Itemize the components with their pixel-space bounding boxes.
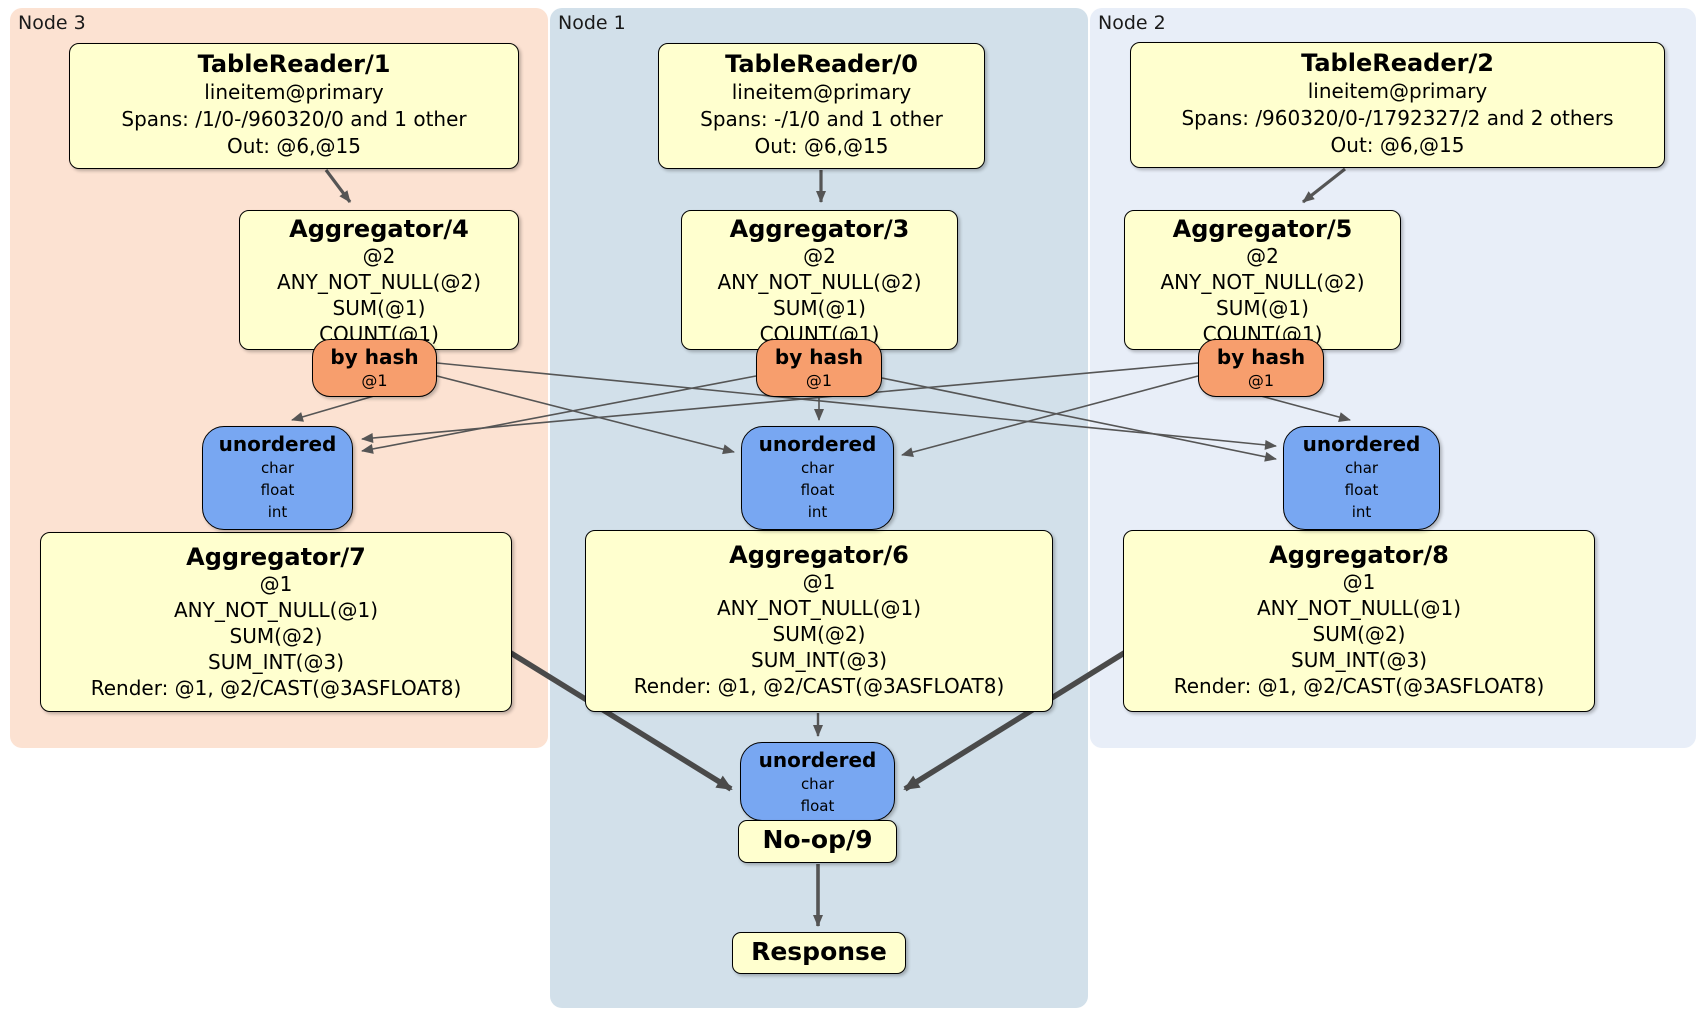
- processor-render: Render: @1, @2/CAST(@3ASFLOAT8): [633, 674, 1005, 698]
- processor-title: Aggregator/8: [1269, 541, 1449, 569]
- aggregator-6-processor: Aggregator/6 @1 ANY_NOT_NULL(@1) SUM(@2)…: [585, 530, 1053, 712]
- response-node: Response: [732, 932, 906, 974]
- edge-tr2-agg5: [1302, 167, 1346, 204]
- processor-title: Aggregator/4: [289, 215, 469, 243]
- aggregator-7-processor: Aggregator/7 @1 ANY_NOT_NULL(@1) SUM(@2)…: [40, 532, 512, 712]
- aggregator-5-processor: Aggregator/5 @2 ANY_NOT_NULL(@2) SUM(@1)…: [1124, 210, 1401, 350]
- aggregator-4-processor: Aggregator/4 @2 ANY_NOT_NULL(@2) SUM(@1)…: [239, 210, 519, 350]
- sync-column: float: [800, 797, 835, 815]
- processor-index: lineitem@primary: [731, 80, 912, 104]
- processor-aggfn: ANY_NOT_NULL(@2): [1160, 270, 1365, 294]
- processor-aggfn: ANY_NOT_NULL(@1): [174, 598, 378, 622]
- processor-title: Aggregator/6: [729, 541, 909, 569]
- edge-hashR-unoL: [361, 362, 1199, 443]
- edge-hashL-unoC: [436, 375, 735, 455]
- sync-type: unordered: [758, 432, 877, 456]
- hash-router-right: by hash @1: [1198, 339, 1324, 397]
- processor-aggfn: SUM(@2): [772, 622, 866, 646]
- processor-out: Out: @6,@15: [754, 134, 889, 158]
- tablereader-0-processor: TableReader/0 lineitem@primary Spans: -/…: [658, 43, 985, 169]
- sync-column: char: [1344, 459, 1379, 477]
- sync-type: unordered: [218, 432, 337, 456]
- processor-spans: Spans: /960320/0-/1792327/2 and 2 others: [1181, 106, 1614, 130]
- edge-hashL-unoL: [291, 395, 375, 422]
- sync-column: char: [800, 775, 835, 793]
- router-type: by hash: [774, 345, 864, 369]
- aggregator-8-processor: Aggregator/8 @1 ANY_NOT_NULL(@1) SUM(@2)…: [1123, 530, 1595, 712]
- processor-title: Aggregator/5: [1172, 215, 1353, 243]
- processor-spans: Spans: /1/0-/960320/0 and 1 other: [121, 107, 467, 131]
- processor-out: Out: @6,@15: [227, 134, 361, 158]
- tablereader-2-processor: TableReader/2 lineitem@primary Spans: /9…: [1130, 42, 1665, 168]
- node2-label: Node 2: [1098, 12, 1166, 34]
- sync-column: float: [260, 481, 295, 499]
- processor-title: TableReader/0: [725, 50, 918, 78]
- processor-spans: Spans: -/1/0 and 1 other: [700, 107, 943, 131]
- processor-title: Aggregator/3: [729, 215, 910, 243]
- aggregator-3-processor: Aggregator/3 @2 ANY_NOT_NULL(@2) SUM(@1)…: [681, 210, 958, 350]
- unordered-sync-center: unordered char float int: [741, 426, 894, 530]
- unordered-sync-right: unordered char float int: [1283, 426, 1440, 530]
- edge-hashR-unoR: [1260, 395, 1351, 422]
- noop-processor: No-op/9: [738, 820, 897, 863]
- processor-groupcols: @2: [1246, 244, 1279, 268]
- edge-hashR-unoC: [901, 375, 1199, 457]
- processor-aggfn: ANY_NOT_NULL(@2): [277, 270, 481, 294]
- sync-column: float: [1344, 481, 1379, 499]
- unordered-sync-final: unordered char float: [740, 742, 895, 821]
- sync-column: char: [260, 459, 295, 477]
- processor-aggfn: SUM_INT(@3): [1291, 648, 1427, 672]
- processor-title: Aggregator/7: [186, 543, 366, 571]
- node1-label: Node 1: [558, 12, 626, 34]
- processor-title: TableReader/2: [1301, 49, 1494, 77]
- edge-agg8-unoF: [903, 647, 1131, 792]
- processor-aggfn: SUM(@1): [773, 296, 866, 320]
- processor-aggfn: ANY_NOT_NULL(@2): [717, 270, 922, 294]
- edge-tr1-agg4: [324, 169, 352, 203]
- tablereader-1-processor: TableReader/1 lineitem@primary Spans: /1…: [69, 43, 519, 169]
- sync-type: unordered: [1302, 432, 1421, 456]
- processor-groupcols: @2: [803, 244, 836, 268]
- hash-router-left: by hash @1: [312, 339, 437, 397]
- processor-title: TableReader/1: [197, 50, 391, 78]
- node3-label: Node 3: [18, 12, 86, 34]
- processor-aggfn: SUM_INT(@3): [751, 648, 887, 672]
- edge-hashC-unoL: [361, 375, 757, 454]
- sync-type: unordered: [758, 748, 877, 772]
- processor-aggfn: SUM(@1): [1216, 296, 1309, 320]
- router-columns: @1: [1247, 371, 1275, 390]
- router-columns: @1: [805, 371, 833, 390]
- processor-render: Render: @1, @2/CAST(@3ASFLOAT8): [1173, 674, 1545, 698]
- processor-render: Render: @1, @2/CAST(@3ASFLOAT8): [90, 676, 462, 700]
- processor-aggfn: SUM(@2): [229, 624, 323, 648]
- sync-column: float: [800, 481, 835, 499]
- processor-aggfn: SUM(@1): [332, 296, 426, 320]
- router-type: by hash: [330, 345, 419, 369]
- edge-hashL-unoR: [436, 362, 1277, 450]
- sync-column: char: [800, 459, 835, 477]
- router-columns: @1: [361, 371, 388, 390]
- processor-groupcols: @2: [362, 244, 396, 268]
- processor-aggfn: ANY_NOT_NULL(@1): [1257, 596, 1461, 620]
- unordered-sync-left: unordered char float int: [202, 426, 353, 530]
- sync-column: int: [1351, 503, 1372, 521]
- processor-index: lineitem@primary: [1307, 79, 1488, 103]
- processor-index: lineitem@primary: [204, 80, 384, 104]
- edge-agg7-unoF: [504, 647, 733, 792]
- processor-aggfn: SUM_INT(@3): [208, 650, 344, 674]
- router-type: by hash: [1216, 345, 1306, 369]
- processor-groupcols: @1: [802, 570, 836, 594]
- hash-router-center: by hash @1: [756, 339, 882, 397]
- processor-groupcols: @1: [259, 572, 293, 596]
- sync-column: int: [807, 503, 828, 521]
- processor-groupcols: @1: [1342, 570, 1376, 594]
- processor-aggfn: ANY_NOT_NULL(@1): [717, 596, 921, 620]
- processor-out: Out: @6,@15: [1330, 133, 1465, 157]
- sync-column: int: [267, 503, 288, 521]
- edge-hashC-unoR: [881, 377, 1277, 462]
- processor-aggfn: SUM(@2): [1312, 622, 1406, 646]
